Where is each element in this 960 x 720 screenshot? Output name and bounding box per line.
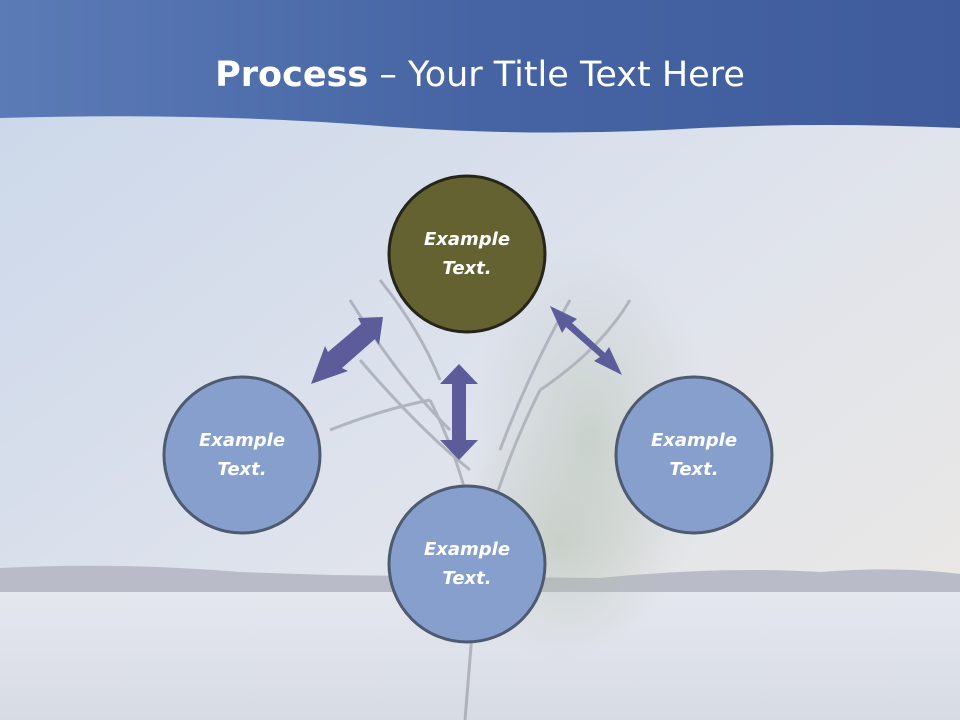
node-top-circle [387,174,547,334]
node-right-line1: Example [650,430,738,451]
arrows [311,306,622,460]
node-top-text: Example Text. [392,225,542,283]
node-top-line2: Text. [442,258,492,279]
node-left-line2: Text. [217,459,267,480]
node-left-circle [162,375,322,535]
node-right-text: Example Text. [619,426,769,484]
node-bottom-text: Example Text. [392,535,542,593]
arrow-vertical [440,364,478,460]
node-bottom-line1: Example [423,539,511,560]
node-bottom-circle [387,484,547,644]
node-left-text: Example Text. [167,426,317,484]
node-bottom-line2: Text. [442,568,492,589]
slide-title: Process – Your Title Text Here [0,52,960,98]
header-band [0,0,960,133]
arrow-top-left [311,317,383,384]
node-left-line1: Example [198,430,286,451]
title-rest: – Your Title Text Here [368,55,745,95]
title-bold: Process [215,55,369,95]
node-right-circle [614,375,774,535]
arrow-top-right [550,306,622,375]
node-top-line1: Example [423,229,511,250]
node-right-line2: Text. [669,459,719,480]
